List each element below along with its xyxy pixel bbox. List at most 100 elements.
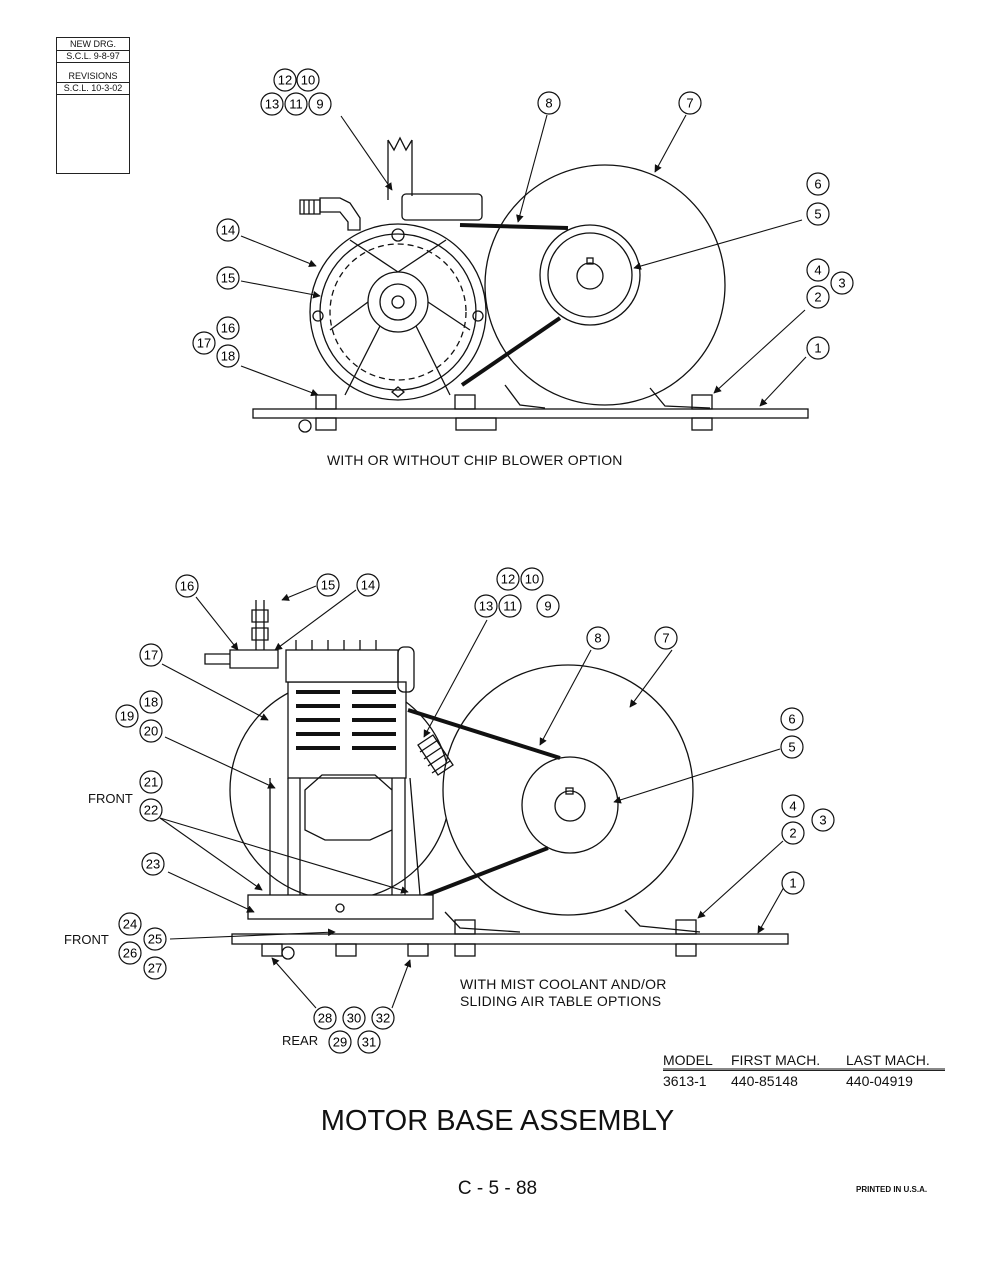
callout-20: 20: [139, 719, 163, 743]
svg-text:7: 7: [686, 96, 693, 111]
pulley-bore: [576, 262, 604, 290]
callout-22: 22: [139, 798, 163, 822]
svg-text:16: 16: [180, 579, 194, 594]
compressor-head: [287, 681, 407, 779]
revision-line: S.C.L. 9-8-97: [57, 50, 129, 63]
svg-text:14: 14: [361, 578, 375, 593]
pulley-bore: [554, 790, 586, 822]
svg-text:19: 19: [120, 709, 134, 724]
svg-text:4: 4: [789, 799, 796, 814]
callout-6: 6: [780, 707, 804, 731]
blower-spokes: [329, 239, 471, 396]
svg-text:15: 15: [221, 271, 235, 286]
callout-1: 1: [806, 336, 830, 360]
last-mach-value: 440-04919: [846, 1073, 913, 1089]
svg-text:8: 8: [545, 96, 552, 111]
front-label: FRONT: [64, 932, 109, 947]
callout-17: 17: [192, 331, 216, 355]
callout-3: 3: [830, 271, 854, 295]
callout-14: 14: [216, 218, 240, 242]
elbow-fitting: [319, 197, 361, 231]
svg-text:18: 18: [144, 695, 158, 710]
svg-text:31: 31: [362, 1035, 376, 1050]
motor-feet: [444, 909, 701, 933]
callout-18: 18: [216, 344, 240, 368]
model-table-header: MODEL FIRST MACH. LAST MACH.: [663, 1050, 945, 1071]
svg-text:22: 22: [144, 803, 158, 818]
svg-text:14: 14: [221, 223, 235, 238]
revision-line: REVISIONS: [57, 70, 129, 83]
page-number: C - 5 - 88: [457, 1178, 538, 1199]
svg-text:9: 9: [544, 599, 551, 614]
svg-text:17: 17: [197, 336, 211, 351]
svg-text:23: 23: [146, 857, 160, 872]
callout-26: 26: [118, 941, 142, 965]
callout-28: 28: [313, 1006, 337, 1030]
callout-27: 27: [143, 956, 167, 980]
callout-1: 1: [781, 871, 805, 895]
svg-text:7: 7: [662, 631, 669, 646]
drive-belt: [407, 708, 561, 760]
callout-6: 6: [806, 172, 830, 196]
svg-text:13: 13: [265, 97, 279, 112]
svg-text:11: 11: [289, 97, 303, 112]
svg-text:8: 8: [594, 631, 601, 646]
callout-9: 9: [308, 92, 332, 116]
top-view-caption: WITH OR WITHOUT CHIP BLOWER OPTION: [327, 452, 623, 468]
callout-13: 13: [260, 92, 284, 116]
callout-12: 12: [496, 567, 520, 591]
model-value: 3613-1: [663, 1073, 707, 1089]
drive-belt: [459, 223, 569, 230]
callout-31: 31: [357, 1030, 381, 1054]
blower-housing: [309, 223, 487, 401]
svg-text:13: 13: [479, 599, 493, 614]
callout-2: 2: [806, 285, 830, 309]
header-first-mach: FIRST MACH.: [731, 1052, 821, 1068]
blower-outlet-pipe: [387, 136, 413, 200]
callout-16: 16: [216, 316, 240, 340]
callout-4: 4: [781, 794, 805, 818]
front-label: FRONT: [88, 791, 133, 806]
svg-text:16: 16: [221, 321, 235, 336]
callout-2: 2: [781, 821, 805, 845]
top-assembly-view: [252, 136, 809, 433]
svg-text:9: 9: [316, 97, 323, 112]
callout-19: 19: [115, 704, 139, 728]
blower-top-cover: [401, 193, 483, 221]
svg-text:3: 3: [838, 276, 845, 291]
svg-text:15: 15: [321, 578, 335, 593]
callout-32: 32: [371, 1006, 395, 1030]
callout-5: 5: [780, 735, 804, 759]
bottom-view-caption-line1: WITH MIST COOLANT AND/OR: [460, 976, 667, 992]
svg-text:2: 2: [789, 826, 796, 841]
svg-text:10: 10: [525, 572, 539, 587]
callout-9: 9: [536, 594, 560, 618]
svg-text:18: 18: [221, 349, 235, 364]
callout-7: 7: [678, 91, 702, 115]
callout-15: 15: [316, 573, 340, 597]
svg-text:30: 30: [347, 1011, 361, 1026]
rear-label: REAR: [282, 1033, 319, 1048]
compressor-valve-plate: [285, 649, 399, 683]
callout-25: 25: [143, 927, 167, 951]
model-table: MODEL FIRST MACH. LAST MACH. 3613-1 440-…: [663, 1050, 945, 1091]
svg-text:25: 25: [148, 932, 162, 947]
revision-line: NEW DRG.: [57, 38, 129, 51]
top-leader-lines: [240, 114, 807, 407]
svg-text:3: 3: [819, 813, 826, 828]
svg-text:20: 20: [144, 724, 158, 739]
svg-text:2: 2: [814, 290, 821, 305]
motor-feet: [504, 384, 711, 409]
callout-15: 15: [216, 266, 240, 290]
bottom-leader-lines: [159, 585, 785, 1009]
base-plate: [231, 933, 789, 945]
callout-8: 8: [537, 91, 561, 115]
motor-pulley: [521, 756, 619, 854]
base-plate: [252, 408, 809, 419]
first-mach-value: 440-85148: [731, 1073, 798, 1089]
svg-text:12: 12: [501, 572, 515, 587]
svg-text:6: 6: [814, 177, 821, 192]
svg-text:5: 5: [788, 740, 795, 755]
revision-line: S.C.L. 10-3-02: [57, 82, 129, 95]
svg-text:21: 21: [144, 775, 158, 790]
